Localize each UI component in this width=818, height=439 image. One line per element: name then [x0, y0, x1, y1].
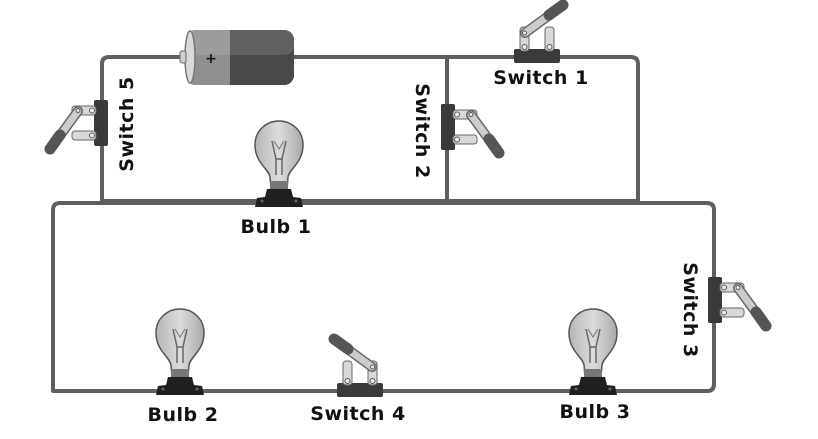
switch-1-label: Switch 1	[493, 67, 588, 89]
bulb-1-label: Bulb 1	[241, 216, 312, 238]
bulb-3	[568, 308, 618, 396]
switch-5[interactable]	[50, 100, 108, 149]
switch-4-label: Switch 4	[310, 403, 405, 425]
switch-4[interactable]	[334, 339, 383, 397]
switch-5-label: Switch 5	[116, 76, 138, 171]
bulb-3-label: Bulb 3	[560, 401, 631, 423]
switch-1[interactable]	[514, 5, 563, 63]
switch-2[interactable]	[441, 104, 499, 153]
switch-3-label: Switch 3	[679, 262, 701, 357]
switch-2-label: Switch 2	[411, 83, 433, 178]
switch-3[interactable]	[708, 277, 766, 326]
battery-positive-symbol: +	[205, 51, 217, 67]
upper-loop-wire	[100, 55, 640, 203]
bulb-2-label: Bulb 2	[148, 404, 219, 426]
bulb-1	[254, 120, 304, 208]
battery: +	[179, 30, 294, 85]
lower-loop-wire	[51, 201, 716, 393]
bulb-2	[155, 308, 205, 396]
